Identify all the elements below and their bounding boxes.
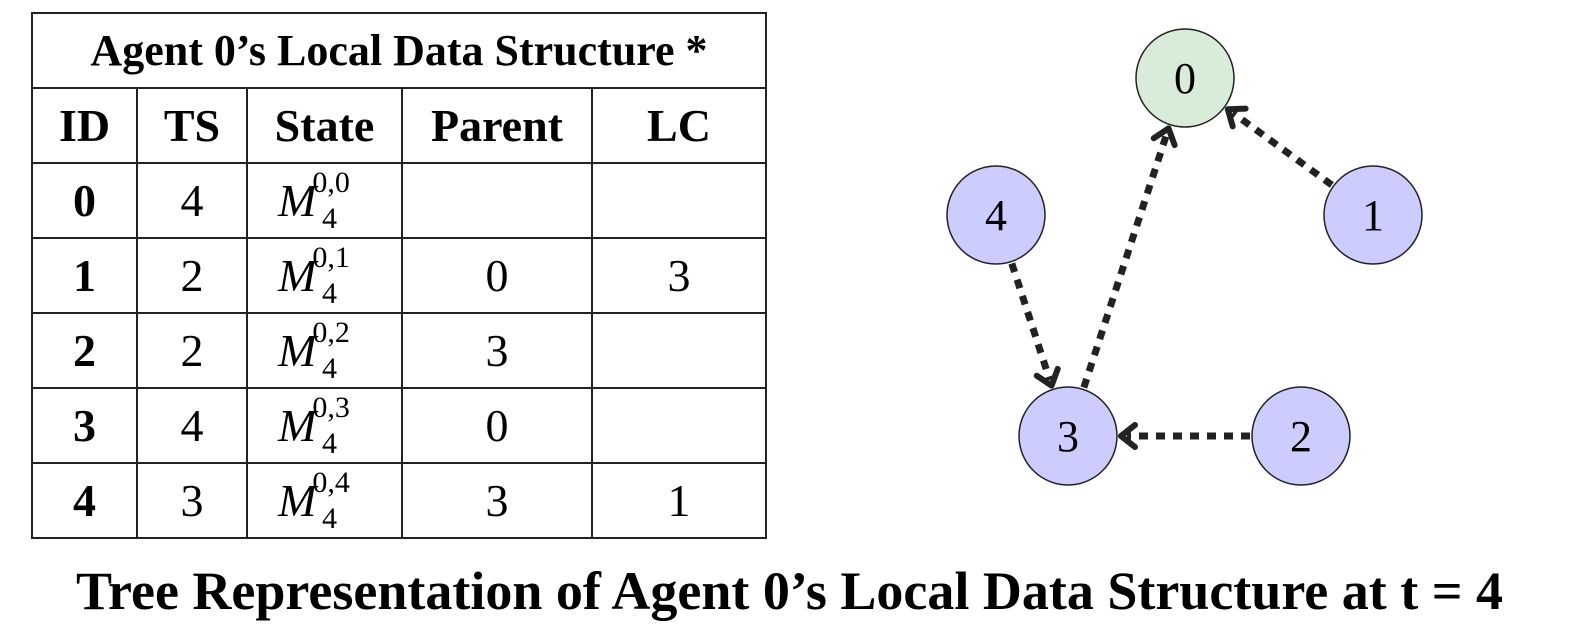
cell-ts: 4 — [136, 387, 248, 464]
cell-lc — [591, 387, 767, 464]
cell-ts: 2 — [136, 237, 248, 314]
cell-parent: 3 — [401, 462, 593, 539]
cell-parent — [401, 162, 593, 239]
state-sup: 0,0 — [312, 166, 350, 199]
cell-lc — [591, 162, 767, 239]
state-base: M — [278, 175, 317, 226]
arrowhead-icon — [1150, 125, 1178, 149]
state-sub: 4 — [322, 352, 337, 385]
state-sub: 4 — [322, 502, 337, 535]
cell-ts: 2 — [136, 312, 248, 389]
cell-lc: 1 — [591, 462, 767, 539]
arrowhead-icon — [1224, 105, 1249, 130]
figure-caption: Tree Representation of Agent 0’s Local D… — [75, 561, 1504, 621]
tree-node-3: 3 — [1018, 386, 1118, 486]
node-label: 4 — [985, 191, 1007, 240]
state-base: M — [278, 250, 317, 301]
header-state: State — [246, 87, 403, 164]
cell-id: 1 — [31, 237, 138, 314]
table-title: Agent 0’s Local Data Structure * — [31, 12, 767, 89]
cell-id: 3 — [31, 387, 138, 464]
header-parent: Parent — [401, 87, 593, 164]
node-label: 2 — [1290, 412, 1312, 461]
state-base: M — [278, 475, 317, 526]
edge-1-to-0 — [1224, 105, 1334, 188]
state-base: M — [278, 400, 317, 451]
cell-parent: 0 — [401, 387, 593, 464]
cell-lc: 3 — [591, 237, 767, 314]
cell-id: 4 — [31, 462, 138, 539]
dotted-edge-line — [1230, 109, 1334, 188]
node-circle — [1251, 386, 1351, 486]
cell-id: 2 — [31, 312, 138, 389]
state-sub: 4 — [322, 202, 337, 235]
cell-lc — [591, 312, 767, 389]
header-id: ID — [31, 87, 138, 164]
edge-3-to-0 — [1080, 125, 1178, 389]
tree-node-2: 2 — [1251, 386, 1351, 486]
arrowhead-icon — [1118, 422, 1138, 450]
state-sup: 0,1 — [312, 241, 350, 274]
state-sup: 0,4 — [312, 466, 350, 499]
edge-2-to-3 — [1118, 422, 1250, 450]
state-sup: 0,3 — [312, 391, 350, 424]
state-sub: 4 — [322, 427, 337, 460]
node-circle — [946, 165, 1046, 265]
table-header-row: ID TS State Parent LC — [31, 87, 767, 164]
node-circle — [1323, 165, 1423, 265]
cell-ts: 4 — [136, 162, 248, 239]
node-label: 0 — [1174, 54, 1196, 103]
dotted-edge-line — [1080, 132, 1170, 389]
agent-tree-diagram: 0 1 2 3 4 — [946, 28, 1423, 486]
node-label: 1 — [1362, 191, 1384, 240]
state-sub: 4 — [322, 277, 337, 310]
node-circle — [1135, 28, 1235, 128]
tree-node-1: 1 — [1323, 165, 1423, 265]
header-ts: TS — [136, 87, 248, 164]
header-lc: LC — [591, 87, 767, 164]
cell-parent: 0 — [401, 237, 593, 314]
node-circle — [1018, 386, 1118, 486]
tree-nodes: 0 1 2 3 4 — [946, 28, 1423, 486]
tree-node-0: 0 — [1135, 28, 1235, 128]
arrowhead-icon — [1033, 365, 1061, 389]
state-sup: 0,2 — [312, 316, 350, 349]
state-base: M — [278, 325, 317, 376]
cell-ts: 3 — [136, 462, 248, 539]
cell-id: 0 — [31, 162, 138, 239]
edge-4-to-3 — [1008, 262, 1061, 389]
node-label: 3 — [1057, 412, 1079, 461]
tree-node-4: 4 — [946, 165, 1046, 265]
dotted-edge-line — [1008, 262, 1054, 381]
tree-edges — [1008, 105, 1334, 450]
cell-parent: 3 — [401, 312, 593, 389]
local-data-table: Agent 0’s Local Data Structure * ID TS S… — [31, 12, 767, 539]
